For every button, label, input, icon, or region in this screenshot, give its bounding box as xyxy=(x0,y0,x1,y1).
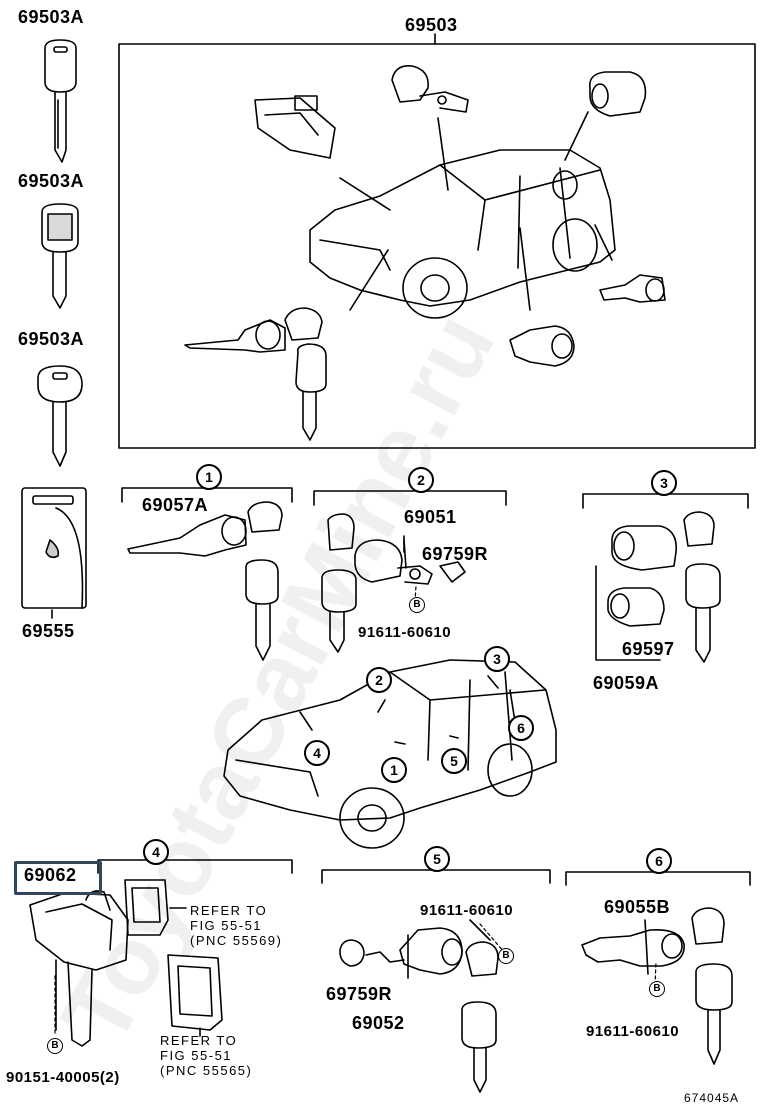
key-icon xyxy=(44,39,77,163)
part-label-69055b: 69055B xyxy=(604,897,671,917)
vehicle-callout-2: 2 xyxy=(366,667,392,693)
diagram-code: 674045A xyxy=(684,1091,740,1105)
door-lock-set-illustration xyxy=(321,513,466,653)
reference-line: FIG 55-51 xyxy=(160,1047,233,1063)
reference-note-2: REFER TO FIG 55-51 (PNC 55565) xyxy=(160,1033,253,1079)
cylinder-icon xyxy=(588,71,647,117)
key-card-icon xyxy=(21,487,87,619)
highlight-box xyxy=(14,861,102,895)
reference-line: REFER TO xyxy=(190,903,268,918)
vehicle-center-illustration xyxy=(223,659,557,849)
part-label-69051: 69051 xyxy=(404,507,457,527)
bolt-badge: B xyxy=(498,948,514,964)
part-label-90151: 90151-40005(2) xyxy=(6,1069,120,1086)
part-label-91611-back: 91611-60610 xyxy=(586,1023,680,1040)
group-callout-2: 2 xyxy=(408,467,434,493)
part-label-69759r-tail: 69759R xyxy=(326,984,393,1004)
part-label-91611-tail: 91611-60610 xyxy=(420,902,514,919)
part-label-69597: 69597 xyxy=(622,639,675,659)
back-door-lock-icon xyxy=(509,325,575,367)
group-callout-5: 5 xyxy=(424,846,450,872)
group-callout-4: 4 xyxy=(143,839,169,865)
group-callout-6: 6 xyxy=(646,848,672,874)
part-label-69057a: 69057A xyxy=(142,495,209,515)
vehicle-callout-4: 4 xyxy=(304,740,330,766)
key-icon xyxy=(41,203,79,309)
reference-note-1: REFER TO FIG 55-51 (PNC 55569) xyxy=(190,903,283,949)
part-label-69503a-1: 69503A xyxy=(18,7,85,27)
part-label-69503: 69503 xyxy=(405,15,458,35)
key-icon xyxy=(37,365,83,467)
main-set-frame xyxy=(118,43,756,449)
leader-lines xyxy=(54,585,657,1037)
reference-line: REFER TO xyxy=(160,1033,238,1048)
vehicle-top-illustration xyxy=(309,149,616,319)
part-label-69759r-door: 69759R xyxy=(422,544,489,564)
door-lock-icon xyxy=(391,64,469,113)
part-label-69059a: 69059A xyxy=(593,673,660,693)
part-label-69503a-2: 69503A xyxy=(18,171,85,191)
vehicle-callout-6: 6 xyxy=(508,715,534,741)
bolt-badge: B xyxy=(47,1038,63,1054)
back-door-lock-illustration xyxy=(581,907,733,1065)
rear-cylinder-set-illustration xyxy=(595,511,721,663)
key-icon xyxy=(284,307,327,441)
vehicle-callout-5: 5 xyxy=(441,748,467,774)
reference-line: (PNC 55569) xyxy=(190,932,283,948)
reference-line: FIG 55-51 xyxy=(190,917,263,933)
part-label-69052: 69052 xyxy=(352,1013,405,1033)
latch-icon xyxy=(599,274,666,303)
pointer-lines xyxy=(339,111,613,311)
part-label-91611-door: 91611-60610 xyxy=(358,624,452,641)
tailgate-lock-illustration xyxy=(339,919,499,1093)
ignition-cylinder-icon xyxy=(184,319,286,353)
vehicle-callout-3: 3 xyxy=(484,646,510,672)
reference-line: (PNC 55565) xyxy=(160,1062,253,1078)
steering-lock-icon xyxy=(254,95,336,159)
bolt-badge: B xyxy=(649,981,665,997)
group-callout-1: 1 xyxy=(196,464,222,490)
part-label-69555: 69555 xyxy=(22,621,75,641)
vehicle-callout-1: 1 xyxy=(381,757,407,783)
ignition-set-illustration xyxy=(127,501,283,661)
part-label-69503a-3: 69503A xyxy=(18,329,85,349)
bolt-badge: B xyxy=(409,597,425,613)
part-label-69062[interactable]: 69062 xyxy=(24,865,77,885)
group-callout-3: 3 xyxy=(651,470,677,496)
